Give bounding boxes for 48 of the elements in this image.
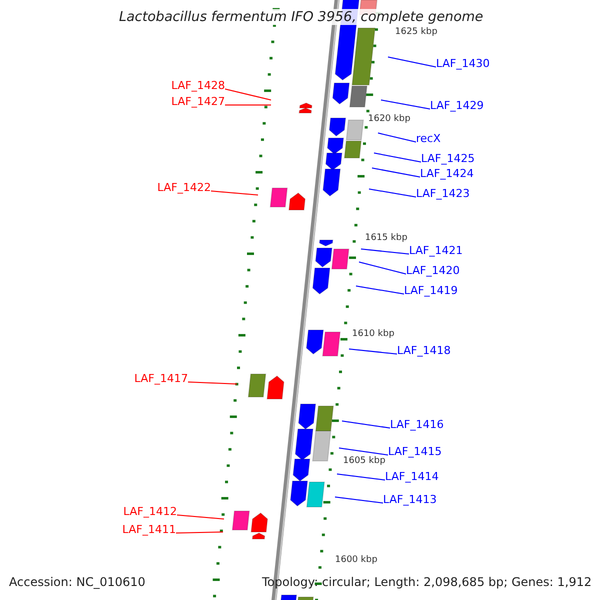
leader-line bbox=[372, 168, 420, 178]
leader-line bbox=[378, 132, 416, 142]
gene-label: LAF_1424 bbox=[420, 167, 474, 180]
gene-label: LAF_1416 bbox=[390, 418, 444, 431]
leader-line bbox=[176, 532, 224, 534]
scale-label: 1600 kbp bbox=[335, 555, 378, 565]
leader-line bbox=[336, 474, 386, 480]
leader-line bbox=[210, 190, 258, 196]
gene-label: LAF_1429 bbox=[430, 99, 484, 112]
gene-label: LAF_1412 bbox=[123, 505, 177, 518]
scale-label: 1615 kbp bbox=[365, 233, 408, 243]
leader-line bbox=[388, 56, 436, 68]
footer-text: Topology: circular; Length: 2,098,685 bp; Genes: 1,912 bbox=[262, 575, 592, 589]
gene-label: LAF_1422 bbox=[157, 181, 211, 194]
leader-line bbox=[368, 188, 416, 198]
gene-label: LAF_1428 bbox=[171, 79, 225, 92]
gene-label: LAF_1427 bbox=[171, 95, 225, 108]
footer-text: Accession: NC_010610 bbox=[9, 575, 146, 589]
gene-label: LAF_1419 bbox=[404, 284, 458, 297]
gene-label: LAF_1418 bbox=[397, 344, 451, 357]
leader-line bbox=[360, 248, 410, 254]
gene-label: LAF_1414 bbox=[385, 470, 439, 483]
gene-label: recX bbox=[416, 132, 441, 145]
scale-label: 1610 kbp bbox=[352, 329, 394, 339]
leader-line bbox=[224, 88, 272, 100]
gene-label: LAF_1423 bbox=[416, 187, 470, 200]
leader-line bbox=[374, 152, 422, 162]
gene-label: LAF_1425 bbox=[421, 152, 475, 165]
leader-line bbox=[338, 448, 388, 456]
gene-label: LAF_1415 bbox=[388, 445, 442, 458]
leader-line bbox=[342, 420, 390, 428]
scale-label: 1620 kbp bbox=[368, 114, 410, 124]
gene-label: LAF_1417 bbox=[134, 372, 188, 385]
leader-line bbox=[348, 348, 398, 354]
gene-label: LAF_1421 bbox=[409, 244, 463, 257]
leader-line bbox=[224, 104, 272, 106]
gene-label: LAF_1411 bbox=[122, 523, 176, 536]
leader-line bbox=[356, 286, 404, 294]
scale-label: 1605 kbp bbox=[343, 456, 386, 466]
gene-label: LAF_1413 bbox=[383, 493, 437, 506]
leader-line bbox=[358, 262, 406, 274]
leader-line bbox=[380, 100, 430, 110]
scale-label: 1625 kbp bbox=[395, 27, 438, 37]
leader-line bbox=[188, 382, 238, 384]
gene-label: LAF_1430 bbox=[436, 57, 490, 70]
leader-line bbox=[176, 514, 224, 520]
gene-label: LAF_1420 bbox=[406, 264, 460, 277]
leader-line bbox=[334, 496, 384, 504]
